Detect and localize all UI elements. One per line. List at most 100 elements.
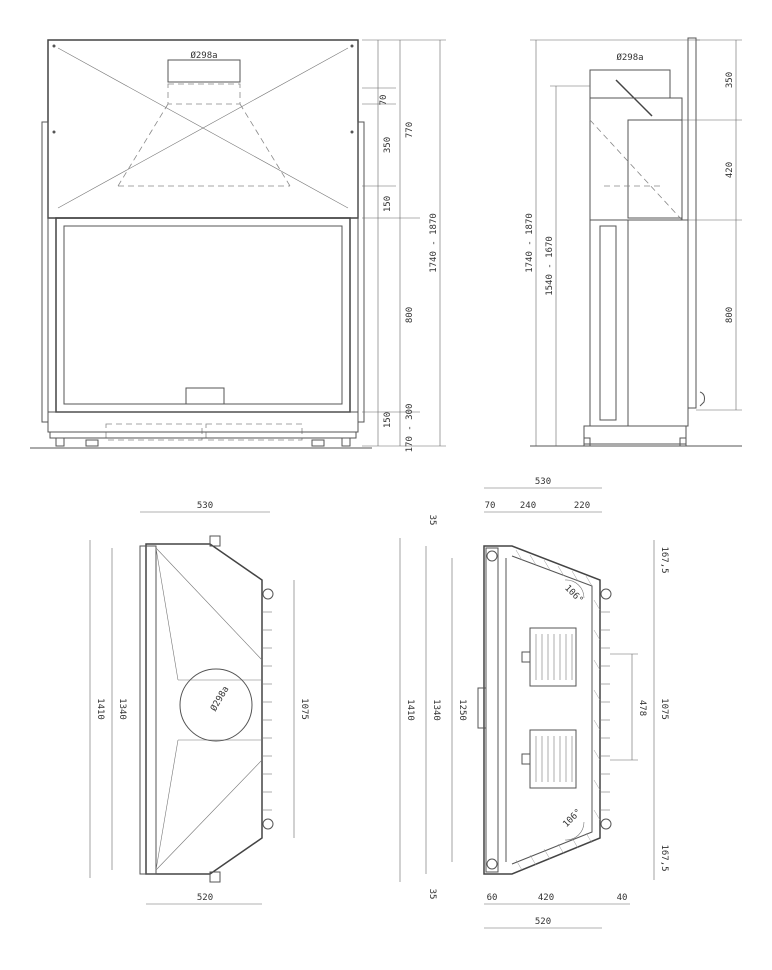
side-dim-420: 420	[725, 162, 735, 178]
foot-icon	[311, 439, 325, 447]
bolt-icon	[350, 130, 354, 134]
section-dim-520: 520	[535, 917, 551, 927]
top-flue-circle	[179, 668, 253, 742]
section-dim-35-top: 35	[427, 515, 437, 526]
side-hidden-line	[589, 119, 683, 221]
section-door-frame	[485, 547, 499, 873]
door-handle	[185, 387, 225, 405]
foot-icon	[85, 439, 99, 447]
side-dim-800: 800	[725, 307, 735, 323]
top-bracket	[209, 871, 221, 883]
top-diagonal	[155, 547, 263, 661]
front-hood	[47, 39, 359, 219]
foot-icon	[679, 437, 687, 447]
front-side-right	[357, 121, 365, 423]
side-flue-label: Ø298a	[616, 52, 643, 63]
section-dim-478: 478	[637, 700, 647, 716]
grate-lower	[521, 729, 577, 789]
top-fins	[262, 611, 272, 811]
front-side-left	[41, 121, 49, 423]
side-hood-upper	[589, 97, 683, 221]
section-dim-240: 240	[520, 501, 536, 511]
front-plinth	[49, 431, 357, 439]
front-flue-label: Ø298a	[190, 50, 217, 61]
section-dim-70: 70	[485, 501, 496, 511]
top-view: Ø298a 530 520 1410 1340 1075	[89, 501, 309, 905]
front-dim-770: 770	[405, 122, 415, 138]
side-body	[627, 219, 689, 427]
side-dim-1540-1670: 1540 - 1670	[545, 236, 555, 296]
front-dim-150-bottom: 150	[383, 412, 393, 428]
bolt-icon	[52, 130, 56, 134]
section-dim-167-bottom: 167,5	[659, 844, 669, 871]
hood-cross-line-2	[57, 47, 349, 209]
front-dim-150-top: 150	[383, 196, 393, 212]
top-dim-1340: 1340	[117, 698, 127, 720]
hinge-icon	[486, 858, 498, 870]
side-door-panel	[589, 219, 629, 427]
section-dim-35-bottom: 35	[427, 889, 437, 900]
foot-icon	[55, 437, 65, 447]
section-dim-167-top: 167,5	[659, 546, 669, 573]
bolt-icon	[52, 44, 56, 48]
hinge-icon	[486, 550, 498, 562]
section-inner-line	[511, 555, 593, 865]
top-flue-label: Ø298a	[208, 684, 231, 713]
top-diagonal	[155, 739, 179, 871]
front-door-frame	[55, 217, 351, 413]
side-dim-1740-1870: 1740 - 1870	[525, 213, 535, 273]
section-angle-top: 106°	[562, 583, 584, 605]
top-dim-520: 520	[197, 893, 213, 903]
section-dim-1075: 1075	[659, 698, 669, 720]
wheel-icon	[262, 818, 274, 830]
side-lever-icon	[699, 391, 705, 407]
front-dim-70: 70	[379, 95, 389, 106]
top-dim-1075: 1075	[299, 698, 309, 720]
section-handle	[477, 687, 487, 729]
front-dim-350: 350	[383, 137, 393, 153]
section-dim-530: 530	[535, 477, 551, 487]
front-flue-hidden	[167, 83, 241, 105]
front-base	[47, 411, 359, 433]
section-hatch	[515, 549, 601, 871]
front-flue-collar	[167, 59, 241, 83]
side-view: Ø298a 350 420 800 1740 - 1870 1540 - 167…	[525, 37, 742, 447]
section-dim-1340: 1340	[431, 699, 441, 721]
side-wall-plate	[687, 37, 697, 409]
section-angle-bottom: 106°	[561, 807, 583, 829]
top-dim-1410: 1410	[95, 698, 105, 720]
section-outline	[483, 545, 601, 875]
wheel-icon	[600, 588, 612, 600]
top-front-frame	[139, 545, 157, 875]
section-dim-60: 60	[487, 893, 498, 903]
side-hood-inner	[627, 119, 683, 219]
bolt-icon	[350, 44, 354, 48]
section-dim-1410: 1410	[405, 699, 415, 721]
section-dim-220: 220	[574, 501, 590, 511]
foot-icon	[583, 437, 591, 447]
front-dim-1740-1870: 1740 - 1870	[429, 213, 439, 273]
angle-arc	[564, 579, 585, 599]
section-view: 106° 106° 530 70 240 220 35 35 1410 1340…	[399, 477, 669, 929]
front-view: Ø298a 70 350 150	[30, 39, 446, 453]
top-diagonal	[155, 547, 179, 681]
section-dim-420: 420	[538, 893, 554, 903]
front-door-glass	[63, 225, 343, 405]
grate-upper	[521, 627, 577, 687]
front-dim-170-300: 170 - 300	[405, 404, 415, 453]
front-hidden-line-right	[239, 103, 291, 187]
side-base	[583, 425, 687, 445]
top-diagonal	[155, 759, 263, 871]
wheel-icon	[262, 588, 274, 600]
side-dim-350: 350	[725, 72, 735, 88]
section-dim-1250: 1250	[457, 699, 467, 721]
top-dim-530: 530	[197, 501, 213, 511]
top-bracket	[209, 535, 221, 547]
front-hidden-line-left	[117, 103, 169, 187]
section-dim-40: 40	[617, 893, 628, 903]
section-fins	[600, 611, 610, 811]
front-dim-800: 800	[405, 307, 415, 323]
wheel-icon	[600, 818, 612, 830]
angle-arc	[564, 821, 585, 841]
